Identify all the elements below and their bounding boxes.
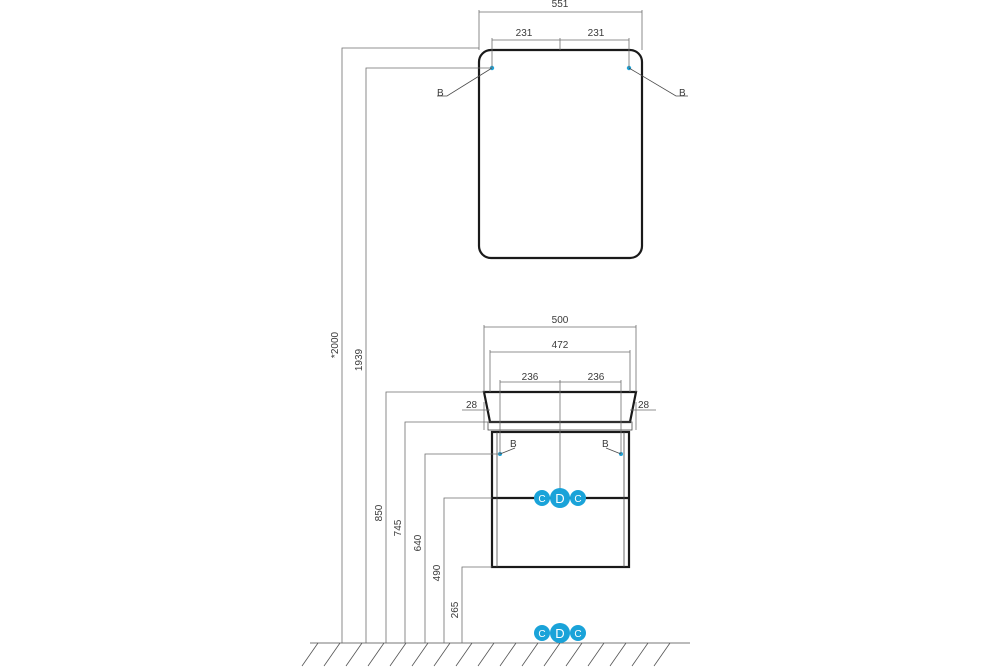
- vanity-basin-width-dimension: 472: [489, 340, 631, 392]
- badge-d-upper: [550, 488, 570, 508]
- mirror: B B: [437, 48, 688, 260]
- vanity-basin-width-label: 472: [552, 340, 569, 351]
- floor-hatch-line: [433, 642, 451, 667]
- vanity-top-width-label: 500: [552, 315, 569, 326]
- badge-c-left-upper: [534, 490, 550, 506]
- badge-c-left-upper-label: C: [538, 494, 545, 505]
- mirror-mount-label-right: B: [679, 88, 686, 99]
- vanity-top-width-dimension: 500: [483, 315, 637, 392]
- mirror-mount-leader-right: [628, 67, 688, 97]
- badge-c-right-upper: [570, 490, 586, 506]
- badge-c-right-lower-label: C: [574, 629, 581, 640]
- mirror-half-right-label: 231: [588, 28, 605, 39]
- vanity-half-left-label: 236: [522, 372, 539, 383]
- badge-c-left-lower-label: C: [538, 629, 545, 640]
- connection-badges-upper: C D C: [534, 488, 586, 508]
- height-total-label: *2000: [330, 331, 341, 358]
- badge-c-right-upper-label: C: [574, 494, 581, 505]
- floor-hatch-line: [587, 642, 605, 667]
- floor-hatch-line: [499, 642, 517, 667]
- height-mirror-top-label: 1939: [354, 348, 365, 371]
- mirror-frame: [477, 48, 644, 260]
- badge-d-lower: [550, 623, 570, 643]
- floor-hatch-line: [301, 642, 319, 667]
- vanity-side-dimensions: 28 28: [462, 400, 656, 430]
- vanity-mount-label-right: B: [602, 439, 609, 450]
- height-top-label: 850: [374, 504, 385, 521]
- mirror-half-dimension: 231 231: [491, 28, 630, 68]
- height-bottom-label: 265: [450, 601, 461, 618]
- floor-hatch-line: [367, 642, 385, 667]
- vanity-mount-leader-right: [605, 447, 622, 455]
- badge-d-lower-label: D: [555, 626, 564, 641]
- mirror-mount-leader-left: [437, 67, 493, 97]
- badge-d-upper-label: D: [555, 491, 564, 506]
- floor-hatch-line: [477, 642, 495, 667]
- floor: [301, 642, 690, 667]
- vanity-mount-leader-left: [499, 447, 516, 455]
- floor-hatch-line: [323, 642, 341, 667]
- floor-hatch-line: [455, 642, 473, 667]
- badge-c-right-lower: [570, 625, 586, 641]
- vanity: B B: [482, 380, 638, 569]
- vanity-side-left-label: 28: [466, 400, 478, 411]
- vanity-side-right-label: 28: [638, 400, 650, 411]
- height-mount-label: 640: [413, 534, 424, 551]
- floor-hatch-line: [631, 642, 649, 667]
- floor-hatch-line: [521, 642, 539, 667]
- floor-hatch-line: [609, 642, 627, 667]
- mirror-half-left-label: 231: [516, 28, 533, 39]
- badge-c-left-lower: [534, 625, 550, 641]
- vanity-half-dimension: 236 236: [499, 372, 622, 454]
- floor-hatch-line: [543, 642, 561, 667]
- height-basin-label: 745: [393, 519, 404, 536]
- mirror-width-dimension: 551: [478, 0, 643, 50]
- floor-hatch-line: [565, 642, 583, 667]
- vanity-cabinet: [490, 430, 631, 569]
- height-drawer-label: 490: [432, 564, 443, 581]
- mirror-width-label: 551: [552, 0, 569, 10]
- height-dimensions: *2000 1939 850 745 640 490 265: [330, 47, 500, 643]
- connection-badges-lower: C D C: [534, 623, 586, 643]
- floor-hatch-line: [411, 642, 429, 667]
- floor-hatch-line: [653, 642, 671, 667]
- mirror-mount-label-left: B: [437, 88, 444, 99]
- floor-hatch-line: [345, 642, 363, 667]
- floor-hatching: [301, 642, 671, 667]
- vanity-mount-label-left: B: [510, 439, 517, 450]
- vanity-half-right-label: 236: [588, 372, 605, 383]
- floor-hatch-line: [389, 642, 407, 667]
